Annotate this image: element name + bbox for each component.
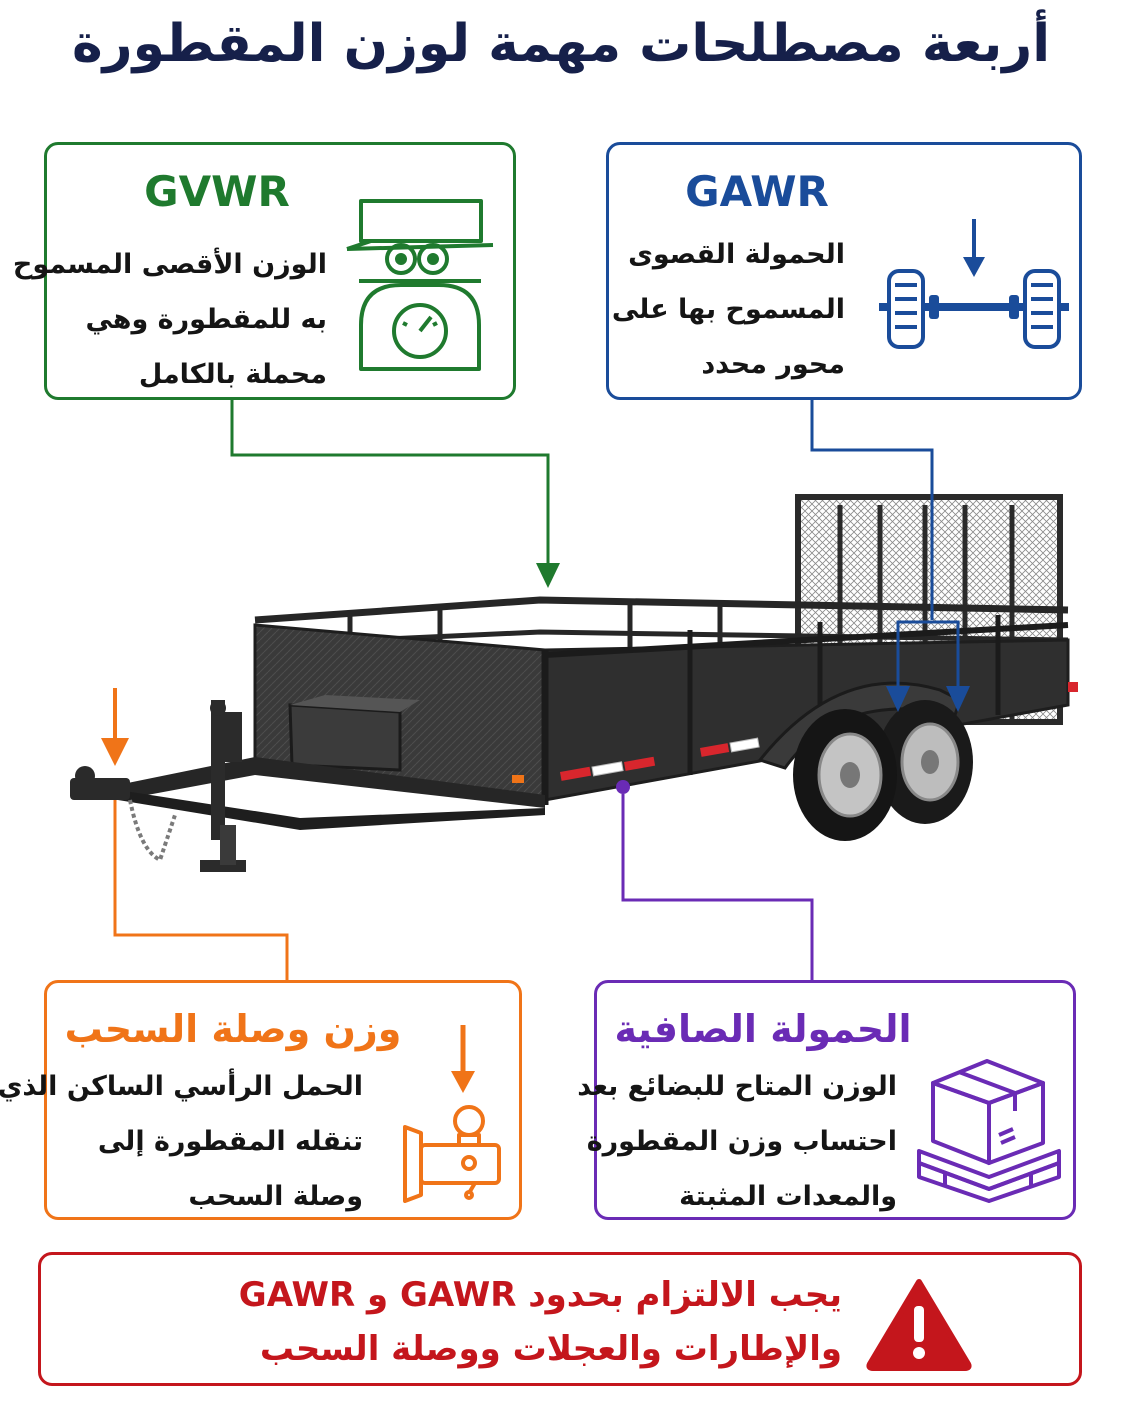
gvwr-line-1: الوزن الأقصى المسموح bbox=[12, 249, 327, 280]
gawr-line-1: الحمولة القصوى bbox=[628, 239, 845, 270]
gawr-arrowhead-right bbox=[946, 686, 970, 712]
gawr-arrowhead-left bbox=[886, 686, 910, 712]
payload-anchor-dot bbox=[616, 780, 630, 794]
gawr-title: GAWR bbox=[685, 167, 829, 216]
warning-line-1: يجب الالتزام بحدود GAWR و GAWR bbox=[238, 1275, 842, 1315]
tongue-weight-card: وزن وصلة السحب الحمل الرأسي الساكن الذي … bbox=[0, 980, 522, 1220]
toolbox bbox=[288, 703, 402, 772]
gvwr-description: الوزن الأقصى المسموح به للمقطورة وهي محم… bbox=[12, 237, 327, 402]
reflector-strip bbox=[559, 737, 760, 781]
gawr-description: الحمولة القصوى المسموح بها على محور محدد bbox=[611, 227, 845, 392]
tongue-arrowhead bbox=[101, 738, 129, 766]
gawr-line-2: المسموح بها على bbox=[611, 294, 845, 325]
tongue-weight-title: وزن وصلة السحب bbox=[64, 1007, 402, 1051]
wheel-front bbox=[793, 709, 897, 841]
hitch-coupler bbox=[70, 766, 130, 800]
gvwr-connector bbox=[230, 398, 560, 588]
payload-line-2: احتساب وزن المقطورة bbox=[586, 1126, 897, 1157]
payload-line-3: والمعدات المثبتة bbox=[679, 1181, 897, 1212]
axle-with-tires-icon bbox=[879, 219, 1069, 349]
gawr-connector bbox=[810, 398, 970, 712]
warning-text: يجب الالتزام بحدود GAWR و GAWR والإطارات… bbox=[202, 1268, 842, 1376]
payload-line-1: الوزن المتاح للبضائع بعد bbox=[577, 1071, 897, 1102]
wheel-rear bbox=[877, 700, 973, 824]
gvwr-line-3: محملة بالكامل bbox=[138, 359, 327, 390]
gvwr-card: GVWR الوزن الأقصى المسموح به للمقطورة وه… bbox=[13, 142, 516, 400]
tongue-jack bbox=[200, 700, 246, 872]
warning-triangle-icon bbox=[866, 1279, 972, 1371]
payload-description: الوزن المتاح للبضائع بعد احتساب وزن المق… bbox=[577, 1059, 897, 1224]
tongue-weight-connector bbox=[101, 688, 289, 982]
box-on-pallet-icon bbox=[917, 1059, 1061, 1203]
trailer-on-scale-icon bbox=[346, 199, 494, 371]
safety-chain bbox=[128, 799, 177, 863]
gawr-card: GAWR الحمولة القصوى المسموح بها على محور… bbox=[606, 142, 1082, 400]
tongue-weight-description: الحمل الرأسي الساكن الذي تنقله المقطورة … bbox=[0, 1059, 363, 1224]
gvwr-line-2: به للمقطورة وهي bbox=[85, 304, 327, 335]
gvwr-title: GVWR bbox=[144, 167, 290, 216]
gvwr-arrowhead bbox=[536, 563, 560, 588]
utility-trailer-image bbox=[70, 494, 1078, 872]
tongue-weight-line-2: تنقله المقطورة إلى bbox=[97, 1126, 363, 1157]
warning-line-2: والإطارات والعجلات ووصلة السحب bbox=[259, 1329, 842, 1369]
payload-connector bbox=[616, 780, 814, 980]
payload-card: الحمولة الصافية الوزن المتاح للبضائع بعد… bbox=[577, 980, 1076, 1220]
payload-title: الحمولة الصافية bbox=[614, 1007, 912, 1051]
hitch-ball-icon bbox=[403, 1025, 501, 1203]
gawr-line-3: محور محدد bbox=[701, 349, 845, 380]
tongue-weight-line-3: وصلة السحب bbox=[188, 1181, 363, 1212]
tongue-weight-line-1: الحمل الرأسي الساكن الذي bbox=[0, 1071, 363, 1102]
page-title: أربعة مصطلحات مهمة لوزن المقطورة bbox=[71, 14, 1051, 74]
